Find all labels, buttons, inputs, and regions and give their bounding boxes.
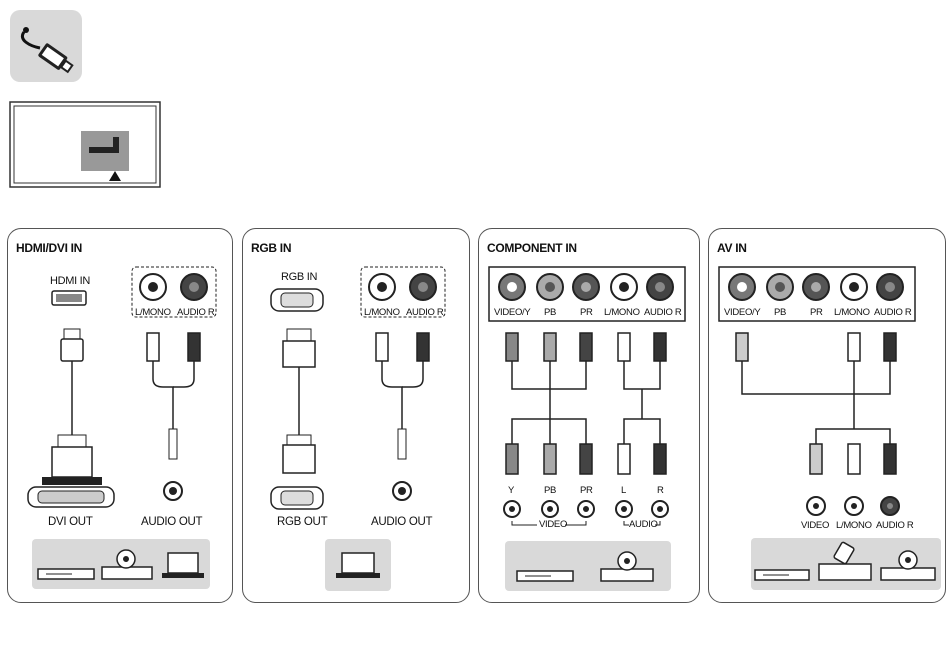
component-panel: COMPONENT IN VIDEO/Y PB PR L/MONO	[478, 228, 700, 603]
device-tray	[325, 539, 391, 591]
audio-group-label: AUDIO	[629, 519, 658, 530]
hdmi-dvi-panel: HDMI/DVI IN HDMI IN L/MONO AUDIO R DVI O…	[7, 228, 233, 603]
jack-label: PB	[544, 307, 556, 318]
l-mono-label: L/MONO	[364, 307, 400, 318]
jack-label: PR	[580, 307, 593, 318]
set-top-box-icon	[755, 570, 809, 580]
jack-label: L/MONO	[604, 307, 640, 318]
cable-icon	[10, 10, 82, 82]
laptop-icon	[336, 553, 380, 578]
audio-out-label: AUDIO OUT	[141, 516, 202, 528]
rgb-out-label: RGB OUT	[277, 516, 327, 528]
jack-label: AUDIO R	[874, 307, 912, 318]
jack-label: L/MONO	[834, 307, 870, 318]
device-tray	[751, 538, 941, 590]
jack-label: VIDEO/Y	[494, 307, 530, 318]
audio-out-label: AUDIO OUT	[371, 516, 432, 528]
camcorder-icon	[819, 542, 871, 580]
device-tray	[505, 541, 671, 591]
source-label: L/MONO	[836, 520, 872, 531]
source-label: L	[621, 485, 626, 496]
dvd-player-icon	[881, 551, 935, 580]
audio-r-label: AUDIO R	[406, 307, 444, 318]
jack-label: AUDIO R	[644, 307, 682, 318]
source-label: PR	[580, 485, 593, 496]
source-label: PB	[544, 485, 556, 496]
video-group-label: VIDEO	[539, 519, 567, 530]
device-tray	[32, 539, 210, 589]
l-mono-label: L/MONO	[135, 307, 171, 318]
tv-back-panel-icon	[9, 101, 161, 188]
av-panel: AV IN VIDEO/Y PB PR L/MONO AUDIO R VIDEO…	[708, 228, 946, 603]
source-label: AUDIO R	[876, 520, 914, 531]
source-label: R	[657, 485, 664, 496]
jack-label: PR	[810, 307, 823, 318]
dvd-player-icon	[601, 552, 653, 581]
audio-r-label: AUDIO R	[177, 307, 215, 318]
set-top-box-icon	[38, 569, 94, 579]
jack-label: VIDEO/Y	[724, 307, 760, 318]
set-top-box-icon	[517, 571, 573, 581]
rgb-panel: RGB IN RGB IN L/MONO AUDIO R RGB OUT AUD…	[242, 228, 470, 603]
source-label: Y	[508, 485, 514, 496]
laptop-icon	[162, 553, 204, 578]
dvd-player-icon	[102, 550, 152, 579]
dvi-out-label: DVI OUT	[48, 516, 93, 528]
jack-label: PB	[774, 307, 786, 318]
source-label: VIDEO	[801, 520, 829, 531]
